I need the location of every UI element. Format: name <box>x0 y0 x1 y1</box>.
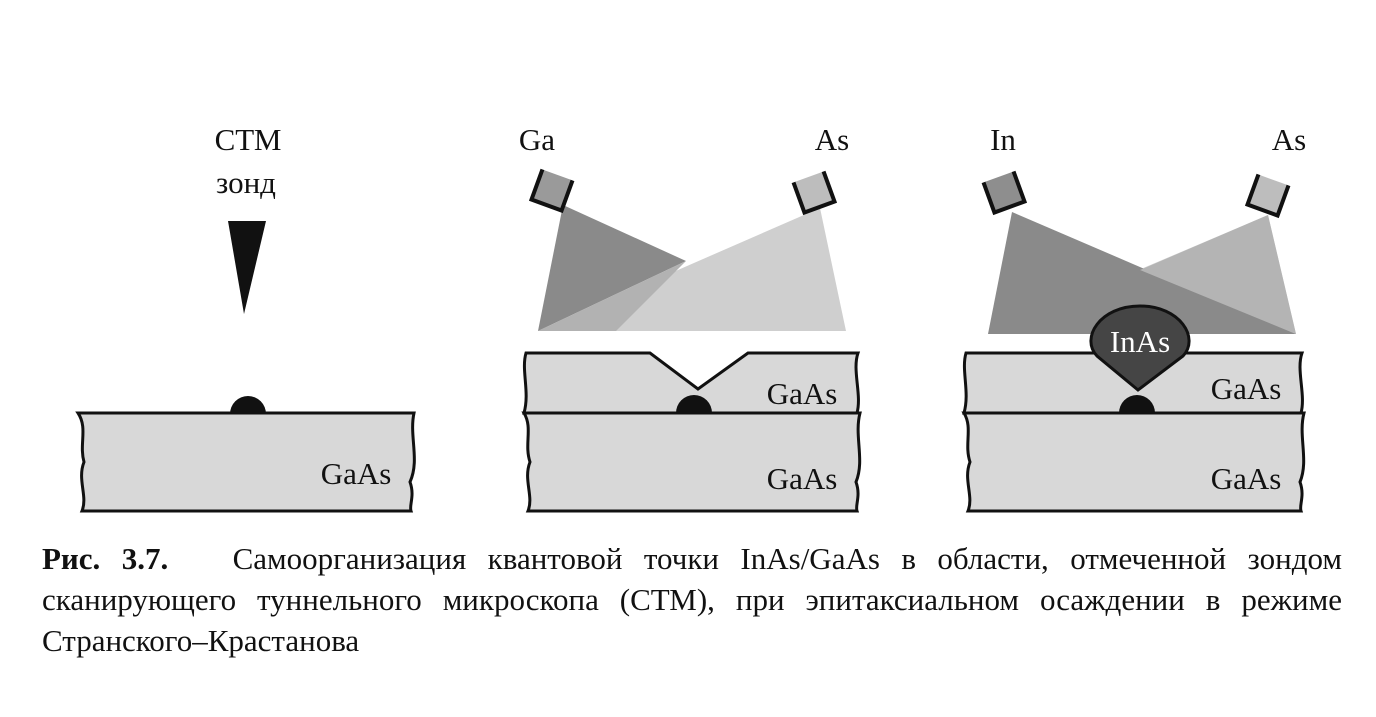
effusion-cell-in <box>981 170 1028 216</box>
source-as-label: As <box>815 122 849 157</box>
marked-spot <box>676 395 712 413</box>
deposited-gaas-layer <box>522 351 861 415</box>
stm-probe-tip <box>228 221 266 314</box>
source-in-label: In <box>990 122 1016 157</box>
inas-quantum-dot <box>1089 304 1191 392</box>
marked-spot <box>230 396 266 414</box>
effusion-cell-as <box>1244 173 1291 219</box>
figure-caption-label: Рис. 3.7. <box>42 541 169 576</box>
panel-stm-marking: СТМ зонд GaAs <box>75 122 416 513</box>
growth-diagram: СТМ зонд GaAs Ga As GaAs GaAs <box>75 122 1306 513</box>
effusion-cell-as <box>791 170 838 216</box>
probe-label: зонд <box>216 165 276 200</box>
substrate-gaas <box>75 411 416 513</box>
source-as-label: As <box>1272 122 1306 157</box>
stm-label: СТМ <box>215 122 282 157</box>
effusion-cell-ga <box>528 168 575 214</box>
in-beam <box>988 212 1296 334</box>
substrate-gaas-label: GaAs <box>321 456 392 491</box>
marked-spot <box>1119 395 1155 413</box>
source-ga-label: Ga <box>519 122 555 157</box>
substrate-gaas-lower <box>961 411 1306 513</box>
inas-dot-label: InAs <box>1110 324 1170 359</box>
layer-gaas-label: GaAs <box>1211 371 1282 406</box>
substrate-gaas-label: GaAs <box>767 461 838 496</box>
beam-overlap <box>1140 215 1296 334</box>
ga-beam <box>538 205 686 331</box>
panel-inas-dot: In As InAs GaAs GaAs <box>961 122 1306 513</box>
substrate-gaas-label: GaAs <box>1211 461 1282 496</box>
figure-caption: Рис. 3.7. Самоорганизация квантовой точк… <box>42 538 1342 661</box>
layer-gaas-label: GaAs <box>767 376 838 411</box>
beam-overlap <box>538 261 686 331</box>
figure-caption-text: Самоорганизация квантовой точки InAs/GaA… <box>42 541 1342 658</box>
panel-gaas-growth: Ga As GaAs GaAs <box>519 122 862 513</box>
substrate-gaas-lower <box>521 411 862 513</box>
